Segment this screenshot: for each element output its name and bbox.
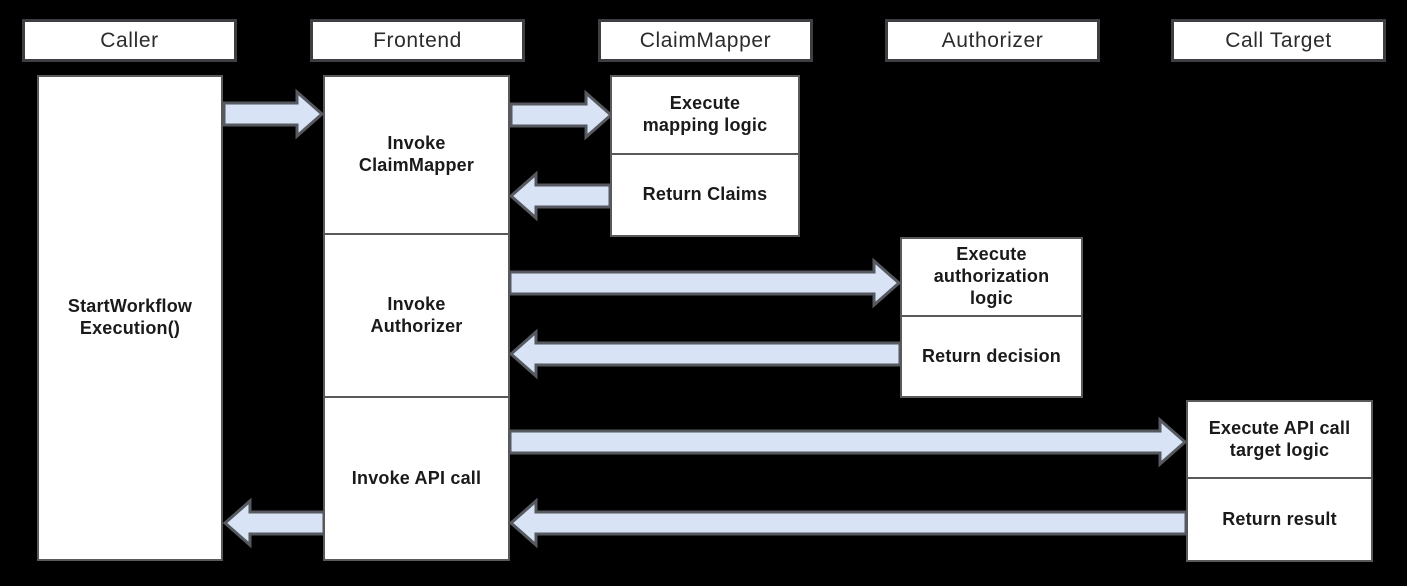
- arrow-frontend-to-call-target: [508, 416, 1188, 468]
- lifeline-header-caller: Caller: [22, 19, 237, 62]
- arrow-frontend-to-caller: [222, 497, 326, 549]
- task-execute-mapping-logic: Execute mapping logic: [610, 75, 800, 155]
- arrow-frontend-to-claimmapper: [509, 89, 614, 141]
- arrow-authorizer-to-frontend: [508, 328, 902, 380]
- arrow-caller-to-frontend: [222, 88, 325, 140]
- task-execute-authorization-logic: Execute authorization logic: [900, 237, 1083, 317]
- arrow-frontend-to-authorizer: [508, 257, 902, 309]
- task-invoke-claimmapper: Invoke ClaimMapper: [323, 75, 510, 235]
- task-return-result: Return result: [1186, 477, 1373, 562]
- task-invoke-api-call: Invoke API call: [323, 396, 510, 561]
- task-return-decision: Return decision: [900, 315, 1083, 398]
- task-startworkflow-execution: StartWorkflow Execution(): [37, 75, 223, 561]
- lifeline-header-frontend: Frontend: [310, 19, 525, 62]
- lifeline-header-claimmapper: ClaimMapper: [598, 19, 813, 62]
- task-execute-api-call-target-logic: Execute API call target logic: [1186, 400, 1373, 479]
- task-invoke-authorizer: Invoke Authorizer: [323, 233, 510, 398]
- lifeline-header-authorizer: Authorizer: [885, 19, 1100, 62]
- task-return-claims: Return Claims: [610, 153, 800, 237]
- lifeline-header-call-target: Call Target: [1171, 19, 1386, 62]
- arrow-claimmapper-to-frontend: [508, 170, 612, 222]
- arrow-call-target-to-frontend: [508, 497, 1188, 549]
